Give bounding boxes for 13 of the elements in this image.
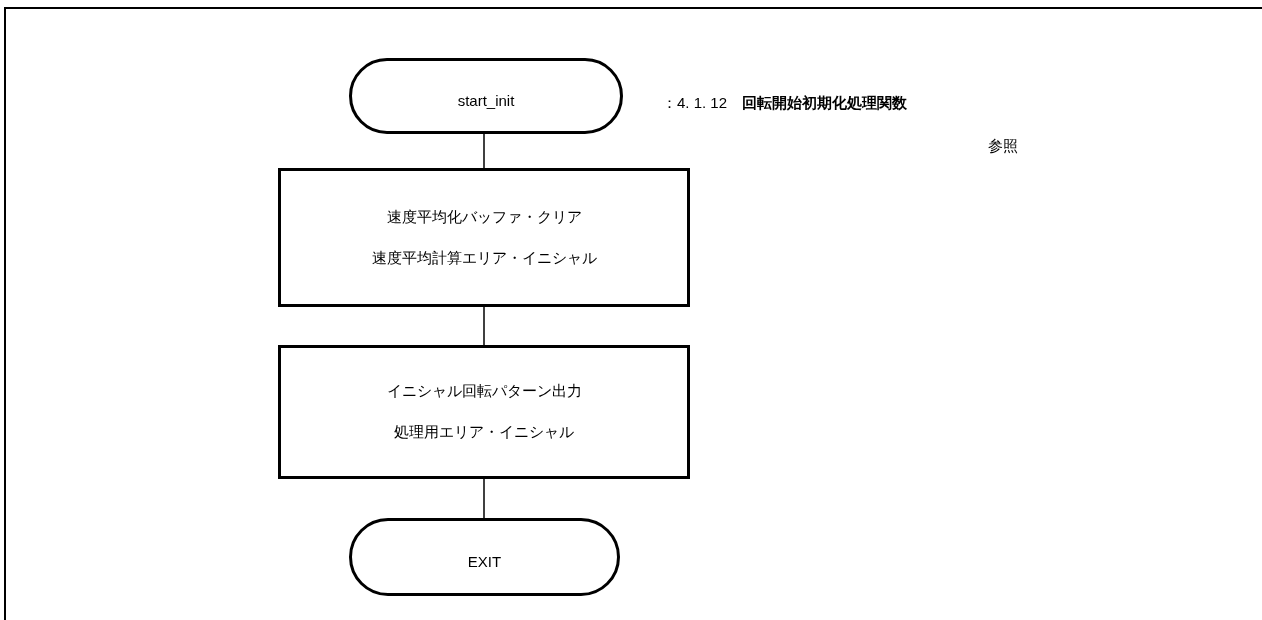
node-text: 速度平均化バッファ・クリア <box>386 207 582 227</box>
process-box <box>278 168 690 307</box>
node-text: EXIT <box>467 552 502 572</box>
node-text: start_init <box>457 91 515 111</box>
node-text: 速度平均計算エリア・イニシャル <box>371 248 597 268</box>
connector-line <box>483 478 485 519</box>
note-text: 参照 <box>988 136 1018 156</box>
node-text: 処理用エリア・イニシャル <box>394 423 574 442</box>
node-text: イニシャル回転パターン出力 <box>386 382 582 401</box>
connector-line <box>483 306 485 346</box>
note-text: ：4. 1. 12 回転開始初期化処理関数 <box>662 93 908 113</box>
process-box <box>278 345 690 479</box>
connector-line <box>483 133 485 169</box>
